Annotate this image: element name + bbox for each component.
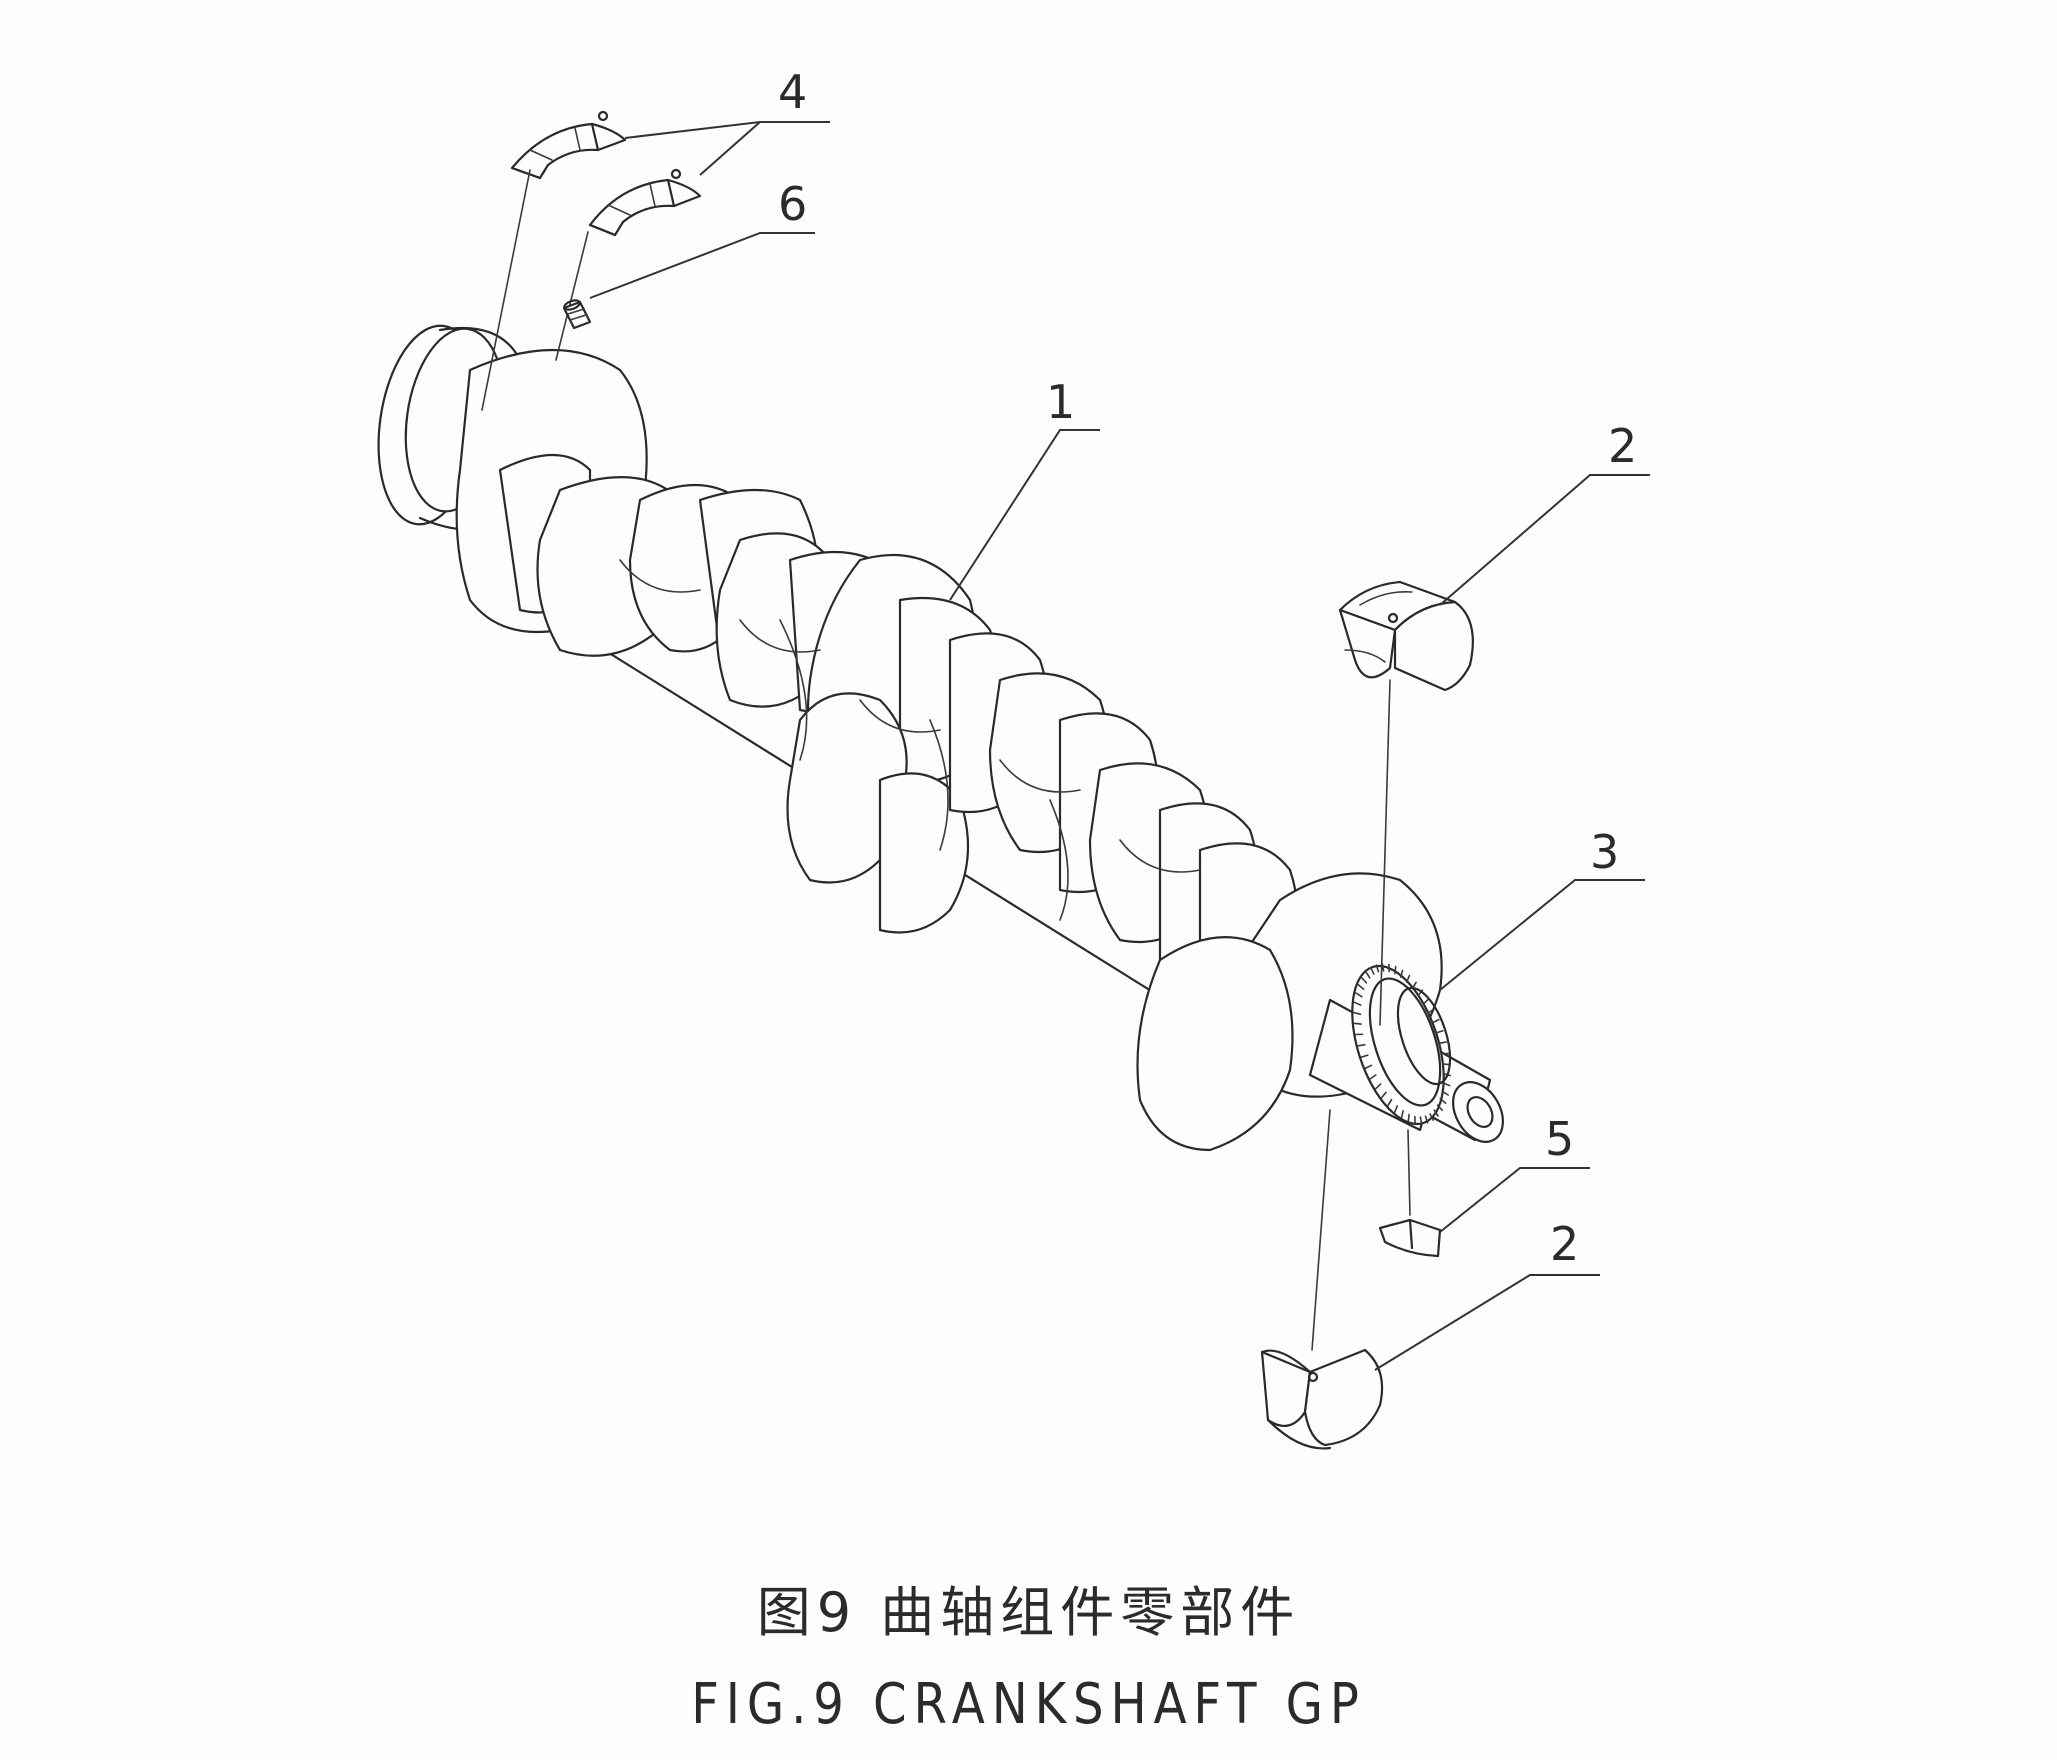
gear-tooth [1357, 1043, 1366, 1047]
gear-tooth [1375, 964, 1380, 973]
thrust-washer-upper [510, 110, 627, 180]
washer-guide-line-1 [481, 169, 531, 411]
gear-tooth [1424, 1115, 1429, 1124]
shaft-body [455, 349, 1443, 1152]
gear-tooth [1360, 976, 1368, 984]
gear-tooth [1429, 1113, 1434, 1121]
callout-5: 5 [1545, 1112, 1574, 1166]
leader-2-lower [1374, 1274, 1600, 1371]
gear-tooth [1439, 1098, 1447, 1104]
gear-tooth [1442, 1082, 1451, 1087]
gear-tooth [1400, 969, 1404, 979]
gear-tooth [1436, 1104, 1444, 1112]
gear-tooth [1357, 983, 1365, 991]
gear-tooth [1374, 1083, 1382, 1090]
gear-tooth [1353, 1022, 1362, 1025]
callout-4: 4 [778, 65, 807, 119]
timing-gear-part [1351, 963, 1452, 1126]
figure-caption-chinese: 图9 曲轴组件零部件 [756, 1581, 1301, 1644]
leader-4a [624, 121, 830, 139]
leader-1 [949, 429, 1100, 601]
washer-guide-line-2 [555, 231, 589, 361]
main-bearing-upper-part [1338, 580, 1474, 692]
gear-tooth [1405, 974, 1411, 983]
gear-tooth [1435, 1029, 1444, 1034]
gear-tooth [1355, 992, 1363, 998]
woodruff-key-part [1378, 1218, 1442, 1258]
bearing-guide-line-lower [1311, 1109, 1331, 1351]
callout-labels: 1 2 2 3 4 5 6 [778, 65, 1637, 1271]
callout-2-upper: 2 [1608, 419, 1637, 473]
gear-tooth [1365, 971, 1371, 979]
key-guide-line [1407, 1129, 1411, 1216]
gear-tooth [1419, 1116, 1423, 1125]
gear-tooth [1364, 1064, 1373, 1070]
bearing-guide-line-upper [1379, 679, 1391, 1026]
main-bearing-lower-part [1260, 1348, 1384, 1450]
gear-tooth [1407, 1113, 1410, 1123]
gear-tooth [1387, 1098, 1393, 1107]
gear-tooth [1427, 1008, 1435, 1014]
leader-lines [589, 121, 1650, 1371]
callout-6: 6 [778, 177, 807, 231]
leader-5 [1439, 1167, 1590, 1233]
dowel-pin-part [562, 299, 592, 330]
leader-6 [589, 232, 815, 299]
figure-caption-english: FIG.9 CRANKSHAFT GP [691, 1672, 1366, 1737]
gear-tooth [1438, 1041, 1447, 1045]
gear-tooth [1352, 1011, 1362, 1016]
thrust-washer-lower [588, 168, 702, 237]
crankshaft-part [377, 324, 1504, 1152]
gear-tooth [1433, 1109, 1439, 1117]
leader-4b [699, 121, 761, 176]
gear-tooth [1370, 966, 1375, 975]
gear-tooth [1394, 965, 1397, 975]
gear-tooth [1441, 1090, 1449, 1096]
leader-2-upper [1439, 474, 1650, 606]
callout-3: 3 [1590, 825, 1619, 879]
gear-tooth [1360, 1054, 1369, 1059]
gear-teeth [1352, 963, 1452, 1125]
callout-1: 1 [1046, 375, 1075, 429]
callout-2-lower: 2 [1550, 1217, 1579, 1271]
gear-tooth [1431, 1018, 1440, 1024]
gear-tooth [1393, 1105, 1399, 1114]
gear-tooth [1380, 1091, 1387, 1099]
gear-tooth [1422, 998, 1430, 1005]
gear-tooth [1381, 963, 1385, 972]
gear-tooth [1400, 1110, 1404, 1119]
leader-3 [1439, 879, 1645, 991]
gear-tooth [1353, 1001, 1362, 1006]
gear-tooth [1369, 1074, 1377, 1080]
